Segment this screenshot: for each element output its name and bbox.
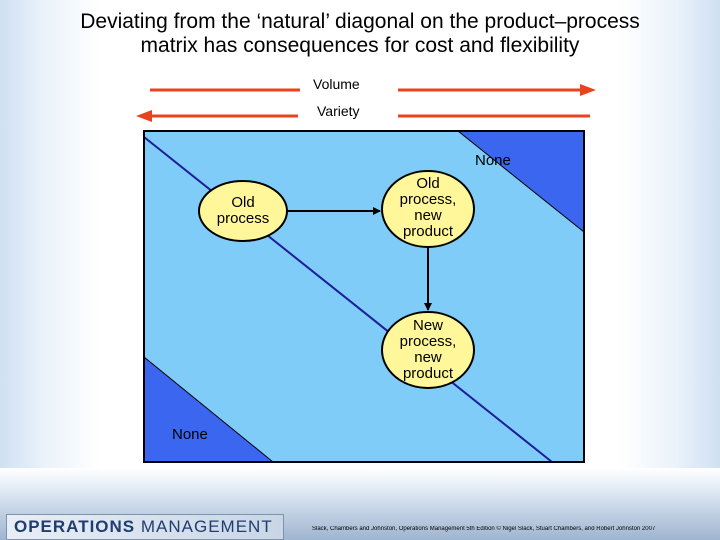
- old-new-label-line-3: new: [414, 207, 442, 224]
- slide-title-line-1: Deviating from the ‘natural’ diagonal on…: [80, 10, 640, 33]
- new-new-label-line-4: product: [402, 365, 454, 382]
- top-right-region-label: None: [475, 152, 511, 169]
- new-new-label-line-1: New: [412, 317, 443, 334]
- new-process-new-product-label: New process, new product: [386, 318, 470, 382]
- logo-text-light: MANAGEMENT: [140, 517, 273, 536]
- top-right-boundary-line: [457, 130, 585, 233]
- copyright-notice: Slack, Chambers and Johnston, Operations…: [312, 526, 656, 532]
- old-new-label-line-4: product: [402, 223, 454, 240]
- slide-title-line-2: matrix has consequences for cost and fle…: [140, 34, 580, 57]
- old-process-label-line-2: process: [216, 210, 270, 227]
- variety-label: Variety: [317, 103, 360, 119]
- old-process-new-product-label: Old process, new product: [386, 176, 470, 240]
- old-new-label-line-2: process,: [399, 191, 457, 208]
- old-new-label-line-1: Old: [416, 175, 440, 192]
- new-process-new-product-node: [381, 311, 475, 389]
- bottom-left-boundary-line: [143, 356, 274, 463]
- operations-management-logo: [6, 514, 284, 540]
- new-new-label-line-3: new: [414, 349, 442, 366]
- matrix-border: [143, 130, 585, 463]
- variety-arrow-head: [136, 110, 152, 122]
- slide-title: Deviating from the ‘natural’ diagonal on…: [20, 10, 700, 58]
- volume-label: Volume: [313, 76, 360, 92]
- new-new-label-line-2: process,: [399, 333, 457, 350]
- old-process-label-line-1: Old: [231, 194, 255, 211]
- logo-text-bold: OPERATIONS: [14, 517, 136, 536]
- old-process-label: Old process: [203, 195, 283, 227]
- volume-arrow-head: [580, 84, 596, 96]
- logo-text: OPERATIONS MANAGEMENT: [14, 517, 273, 537]
- bottom-left-region-label: None: [172, 426, 208, 443]
